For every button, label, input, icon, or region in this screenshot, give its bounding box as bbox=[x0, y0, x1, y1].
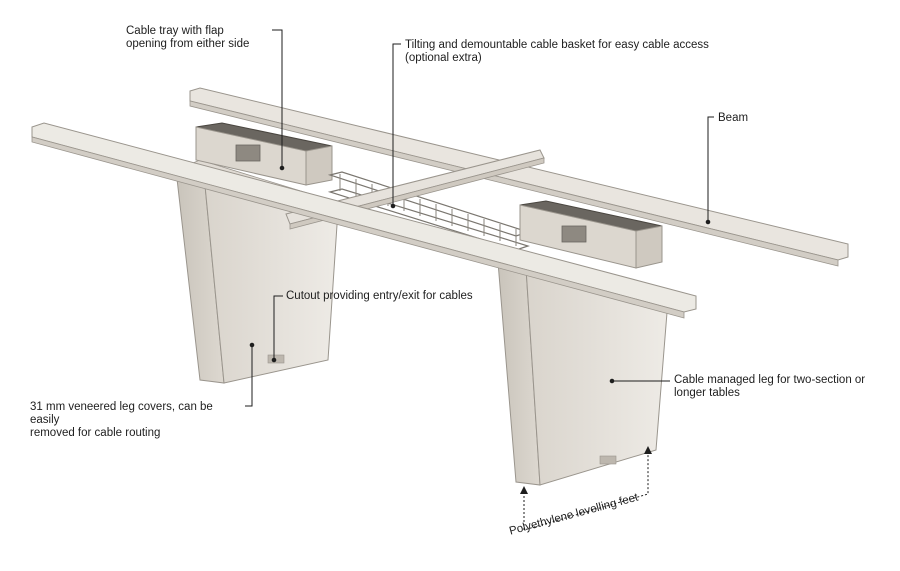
label-cable-basket: Tilting and demountable cable basket for… bbox=[405, 39, 709, 64]
label-cable-tray: Cable tray with flap opening from either… bbox=[126, 25, 250, 50]
feet-dimension bbox=[520, 446, 652, 531]
left-cable-tray bbox=[195, 122, 333, 186]
callout-line-veneer bbox=[245, 345, 253, 407]
right-cable-tray bbox=[519, 200, 663, 269]
back-beam bbox=[189, 87, 849, 267]
label-beam: Beam bbox=[718, 112, 749, 124]
cable-basket bbox=[327, 171, 530, 251]
label-cutout: Cutout providing entry/exit for cables bbox=[286, 290, 473, 302]
front-beam bbox=[31, 122, 697, 319]
callout-line-cutout bbox=[273, 295, 283, 360]
callout-line-beam bbox=[707, 116, 714, 222]
label-leg-covers: 31 mm veneered leg covers, can be easily… bbox=[30, 401, 213, 439]
label-cable-managed-leg: Cable managed leg for two-section or lon… bbox=[674, 374, 866, 399]
callout-lines bbox=[245, 29, 714, 407]
arrow-left-icon bbox=[520, 486, 528, 494]
arrow-right-icon bbox=[644, 446, 652, 454]
callout-line-basket bbox=[392, 43, 401, 206]
callout-line-tray bbox=[272, 29, 283, 168]
